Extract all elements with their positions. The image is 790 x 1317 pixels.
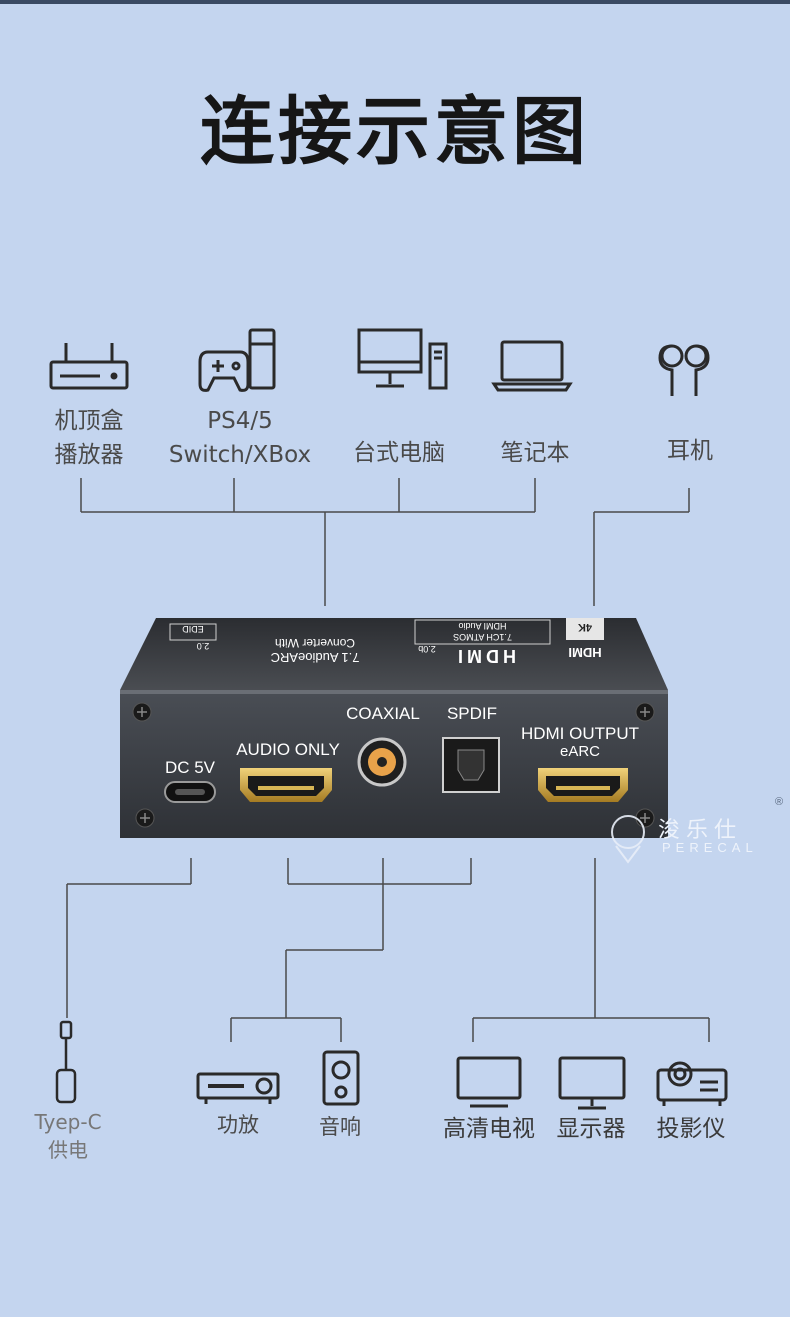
- bottom-connector-lines: [66, 858, 710, 1042]
- device-box-line1: HDMI Audio: [458, 621, 507, 631]
- label-type-c-power: Tyep-C 供电: [20, 1108, 116, 1164]
- spdif-port: [442, 737, 500, 793]
- desktop-computer-icon: [357, 328, 448, 390]
- device-edid: EDID: [182, 624, 204, 634]
- label-hd-tv: 高清电视: [434, 1112, 544, 1146]
- earc-label: eARC: [559, 743, 600, 760]
- device-hdmi-text: HDMI: [568, 645, 602, 660]
- label-amplifier: 功放: [190, 1108, 286, 1142]
- device-line2: 7.1 AudioeARC: [270, 650, 360, 665]
- label-game-console: PS4/5 Switch/XBox: [160, 404, 320, 472]
- label-set-top-box: 机顶盒 播放器: [30, 404, 148, 472]
- label-line: 功放: [217, 1113, 259, 1137]
- label-line: 笔记本: [500, 440, 570, 466]
- earbuds-icon: [658, 344, 710, 396]
- top-border: [0, 0, 790, 4]
- hdmi-output-label: HDMI OUTPUT: [520, 724, 640, 743]
- audio-only-hdmi-port: [240, 768, 332, 802]
- label-desktop-pc: 台式电脑: [340, 436, 458, 470]
- converter-device: [120, 618, 668, 838]
- hdmi-output-port: [538, 768, 628, 802]
- device-version: 2.0b: [418, 644, 436, 654]
- amplifier-icon: [196, 1072, 280, 1104]
- label-earphones: 耳机: [640, 434, 740, 468]
- label-line: 耳机: [667, 438, 713, 464]
- label-line: 高清电视: [443, 1116, 535, 1142]
- usb-c-cable-icon: [55, 1020, 77, 1104]
- device-edid-value: 2.0: [196, 641, 210, 651]
- coaxial-port: [357, 737, 407, 787]
- watermark-logo-icon: [611, 815, 645, 864]
- monitor-icon: [558, 1056, 626, 1110]
- spdif-label: SPDIF: [446, 704, 498, 723]
- gamepad-icon: [198, 328, 276, 392]
- device-box-line2: 7.1CH ATMOS: [453, 632, 512, 642]
- speaker-icon: [322, 1050, 360, 1106]
- label-monitor: 显示器: [540, 1112, 642, 1146]
- label-projector: 投影仪: [640, 1112, 742, 1146]
- label-line: 台式电脑: [353, 440, 445, 466]
- label-speaker: 音响: [292, 1110, 388, 1144]
- router-icon: [49, 343, 129, 390]
- watermark-en: PERECAL: [662, 840, 758, 855]
- label-laptop: 笔记本: [476, 436, 594, 470]
- label-line: 播放器: [54, 442, 124, 468]
- device-4k-badge: 4K: [577, 621, 593, 633]
- device-hdmi-logo: HDMI: [454, 646, 516, 666]
- label-line: 音响: [319, 1115, 361, 1139]
- coaxial-label: COAXIAL: [346, 704, 420, 723]
- watermark-mark: ®: [774, 796, 784, 808]
- label-line: 投影仪: [656, 1116, 726, 1142]
- label-line: Tyep-C: [34, 1110, 102, 1134]
- label-line: 显示器: [556, 1116, 626, 1142]
- watermark-cn: 浚乐仕: [658, 817, 743, 842]
- label-line: PS4/5: [207, 408, 273, 434]
- audio-only-label: AUDIO ONLY: [236, 740, 340, 759]
- dc-5v-label: DC 5V: [164, 758, 216, 777]
- device-line1: Converter With: [274, 636, 356, 650]
- page-title: 连接示意图: [200, 89, 590, 175]
- label-line: 供电: [48, 1138, 88, 1162]
- laptop-icon: [491, 340, 573, 392]
- dc-5v-port: [164, 781, 216, 803]
- top-connector-lines: [80, 478, 690, 606]
- tv-icon: [456, 1056, 522, 1108]
- label-line: Switch/XBox: [168, 442, 312, 468]
- label-line: 机顶盒: [54, 408, 124, 434]
- projector-icon: [656, 1061, 728, 1106]
